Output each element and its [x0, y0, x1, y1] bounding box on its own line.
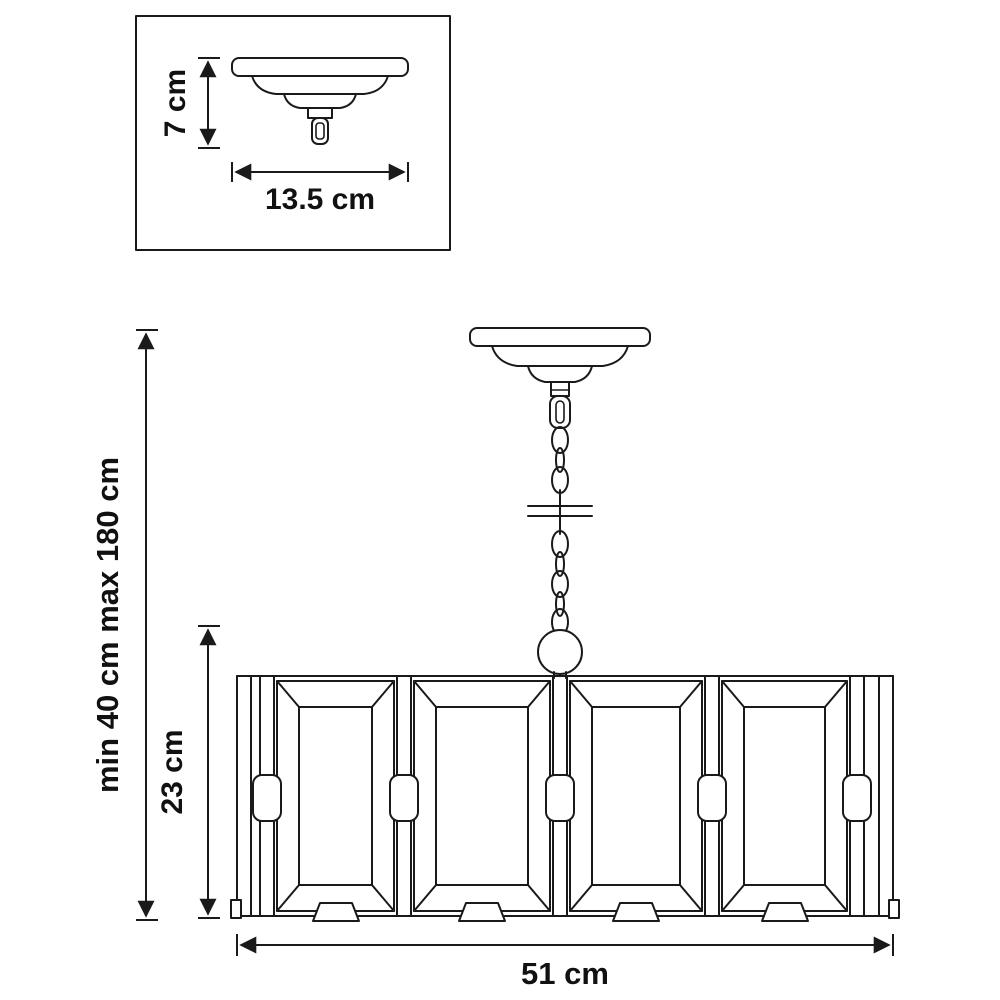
shade — [230, 675, 900, 922]
shade-width-dimension: 51 cm — [236, 934, 894, 991]
panel-2 — [413, 680, 551, 912]
suspension-label: min 40 cm max 180 cm — [90, 457, 125, 793]
shade-width-label: 51 cm — [521, 956, 609, 991]
ball-finial — [537, 629, 583, 675]
inset-height-label: 7 cm — [159, 69, 192, 137]
bar-knobs — [252, 774, 872, 822]
shade-feet — [230, 899, 900, 922]
inset-canopy-drawing — [231, 57, 409, 145]
shade-height-label: 23 cm — [156, 729, 189, 814]
inset-panel: 7 cm 13.5 cm — [135, 15, 451, 251]
inset-height-dimension: 7 cm — [159, 57, 220, 149]
chain — [527, 426, 593, 636]
panel-1 — [276, 680, 395, 912]
panel-4 — [721, 680, 848, 912]
inset-width-dimension: 13.5 cm — [231, 162, 409, 216]
inset-width-label: 13.5 cm — [265, 183, 375, 216]
panel-3 — [569, 680, 703, 912]
shade-height-dimension: 23 cm — [156, 625, 220, 919]
suspension-dimension: min 40 cm max 180 cm — [90, 329, 158, 921]
canopy-drawing — [469, 327, 651, 429]
inset-frame — [135, 15, 451, 251]
